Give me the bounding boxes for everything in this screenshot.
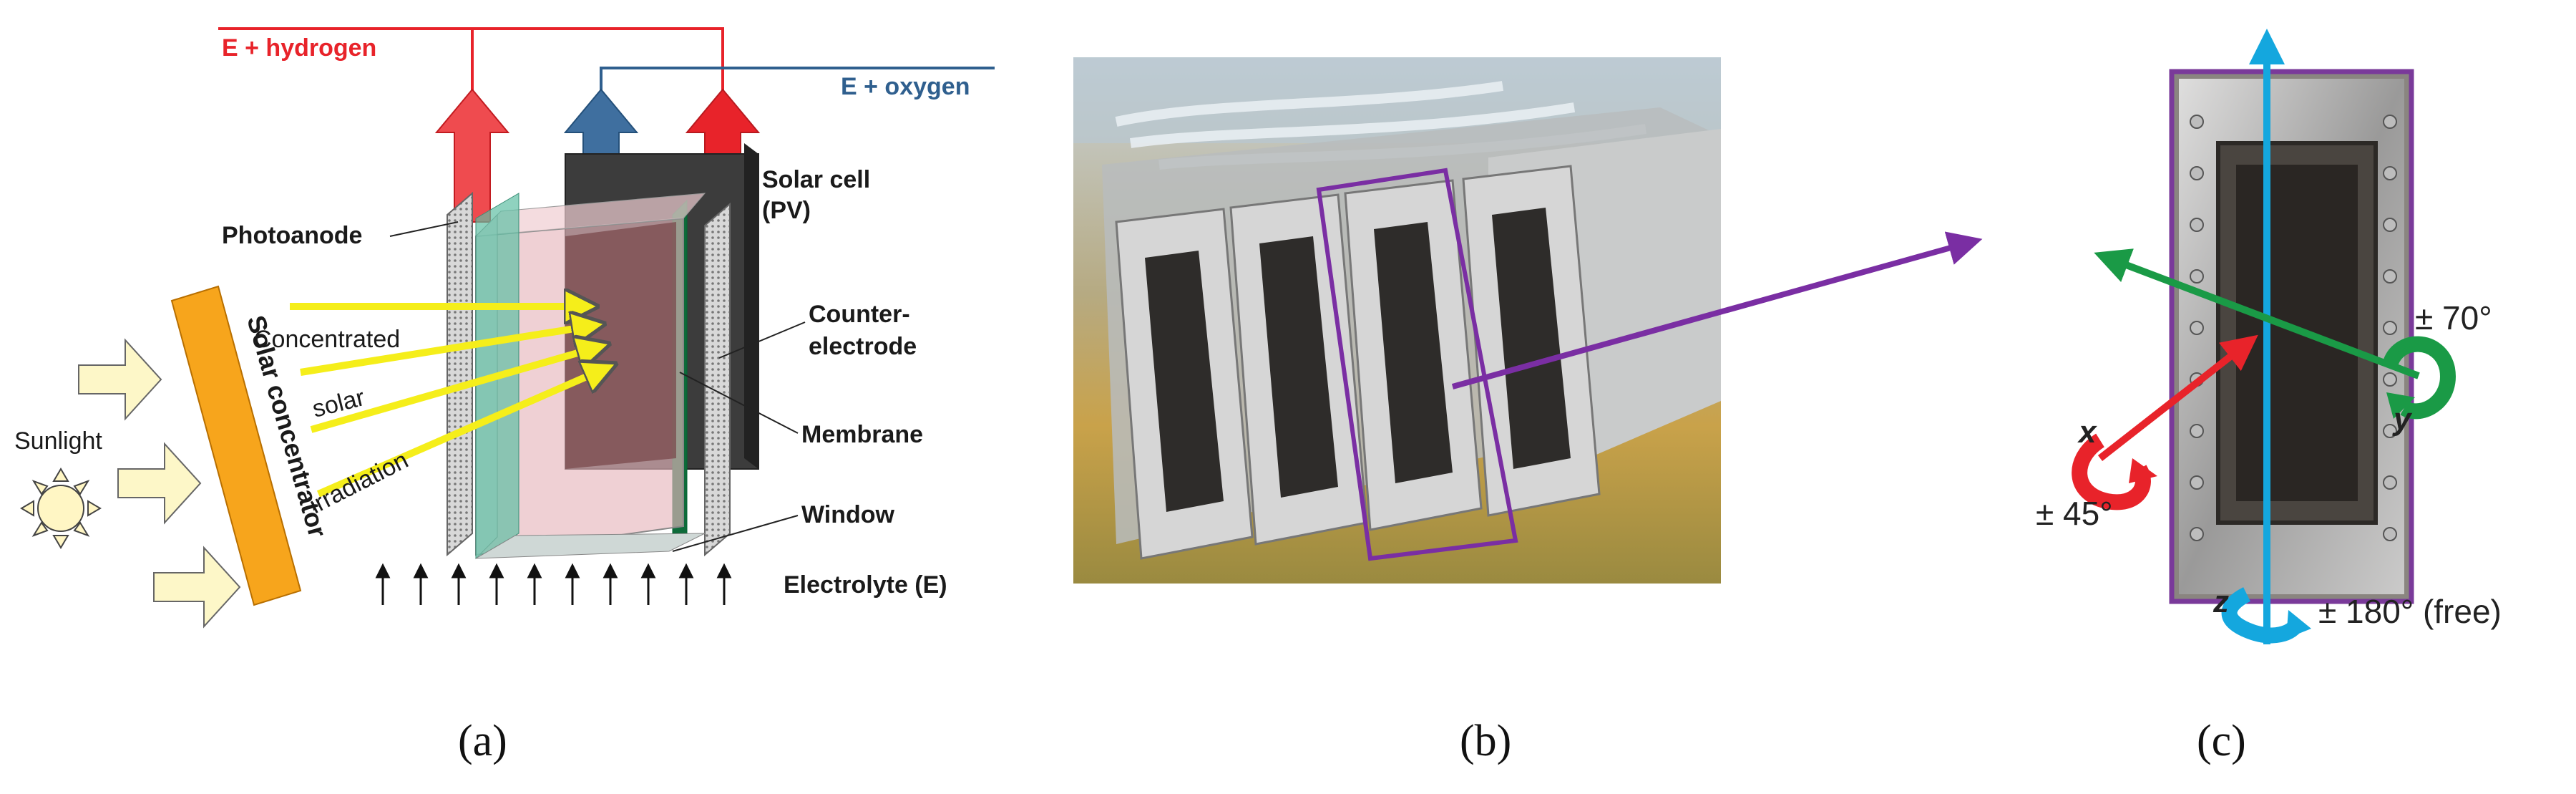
caption-a: (a) bbox=[458, 717, 507, 765]
irradiation-label: irradiation bbox=[305, 446, 412, 519]
cell-frame bbox=[1115, 208, 1254, 560]
photoanode-pointer bbox=[389, 221, 459, 237]
ray-3 bbox=[310, 347, 597, 433]
selected-cell-box bbox=[1316, 168, 1518, 561]
cell-frame bbox=[1344, 179, 1483, 531]
z-axis-label: z bbox=[2212, 584, 2229, 619]
bolt bbox=[2190, 218, 2204, 232]
bolt bbox=[2383, 166, 2397, 180]
bolt bbox=[2383, 321, 2397, 335]
oxygen-label: E + oxygen bbox=[841, 73, 970, 100]
ray-2 bbox=[300, 326, 592, 376]
bottom-plate bbox=[475, 533, 706, 559]
window-label: Window bbox=[801, 501, 895, 528]
window-pointer bbox=[672, 515, 799, 552]
inner-dark-block bbox=[565, 222, 676, 469]
x-range-label: ± 45° bbox=[2036, 495, 2113, 532]
cell-frame bbox=[1462, 165, 1601, 517]
counter-pointer bbox=[718, 321, 806, 359]
bolt bbox=[2383, 115, 2397, 129]
bolt bbox=[2383, 527, 2397, 541]
sunlight-arrow-3 bbox=[153, 546, 241, 629]
bolt bbox=[2383, 372, 2397, 387]
solar-cell-label-2: (PV) bbox=[762, 197, 811, 224]
y-range-label: ± 70° bbox=[2415, 299, 2492, 337]
hydrogen-label: E + hydrogen bbox=[222, 34, 376, 62]
panel-b-photo bbox=[1073, 57, 1983, 584]
concentrated-label: Concentrated bbox=[254, 326, 400, 353]
solar-cell-side bbox=[744, 143, 758, 469]
x-rotation-icon bbox=[2072, 433, 2151, 510]
sunlight-arrow-1 bbox=[78, 338, 162, 421]
y-axis-label: y bbox=[2392, 402, 2413, 437]
solar-concentrator bbox=[170, 285, 302, 606]
bolt bbox=[2383, 424, 2397, 438]
solar-cell-label-1: Solar cell bbox=[762, 166, 870, 193]
bolt bbox=[2383, 269, 2397, 284]
sunlight-label: Sunlight bbox=[14, 427, 102, 455]
sunlight-arrow-2 bbox=[117, 442, 202, 525]
hydrogen-line bbox=[218, 27, 724, 100]
light-rays bbox=[290, 306, 605, 498]
x-axis-label: x bbox=[2077, 415, 2097, 450]
zoom-arrow bbox=[1451, 231, 1983, 389]
bolt bbox=[2190, 166, 2204, 180]
bolt bbox=[2190, 527, 2204, 541]
electrolyte-label: Electrolyte (E) bbox=[784, 571, 947, 599]
module-frame bbox=[2169, 69, 2414, 604]
membrane-label: Membrane bbox=[801, 421, 923, 448]
ray-4 bbox=[316, 369, 605, 498]
bolt bbox=[2190, 424, 2204, 438]
bolt bbox=[2383, 475, 2397, 490]
electrolyte-arrows bbox=[375, 563, 732, 605]
panel-a-diagram: E + hydrogen E + oxygen Photoanode Sol bbox=[14, 27, 995, 629]
x-axis bbox=[2097, 334, 2258, 461]
y-axis bbox=[2094, 248, 2420, 379]
caption-c: (c) bbox=[2197, 717, 2246, 765]
counter-label-2: electrode bbox=[809, 333, 917, 360]
cell-frames bbox=[1115, 165, 1601, 560]
z-range-label: ± 180° (free) bbox=[2318, 593, 2502, 630]
y-rotation-icon bbox=[2382, 336, 2456, 420]
counter-electrode bbox=[704, 202, 731, 557]
bolt bbox=[2190, 321, 2204, 335]
counter-label-1: Counter- bbox=[809, 301, 910, 328]
bolt bbox=[2190, 269, 2204, 284]
caption-b: (b) bbox=[1460, 717, 1511, 765]
sun-icon bbox=[20, 468, 102, 549]
membrane-pointer bbox=[679, 372, 799, 434]
photoanode-plate bbox=[447, 191, 473, 557]
photoanode-label: Photoanode bbox=[222, 222, 362, 249]
panel-c-diagram: x y z ± 45° ± 70° ± 180° (free) bbox=[2036, 29, 2502, 644]
bolt bbox=[2190, 115, 2204, 129]
bolt bbox=[2383, 218, 2397, 232]
hydrogen-arrow-left bbox=[434, 88, 510, 223]
bolt bbox=[2190, 475, 2204, 490]
